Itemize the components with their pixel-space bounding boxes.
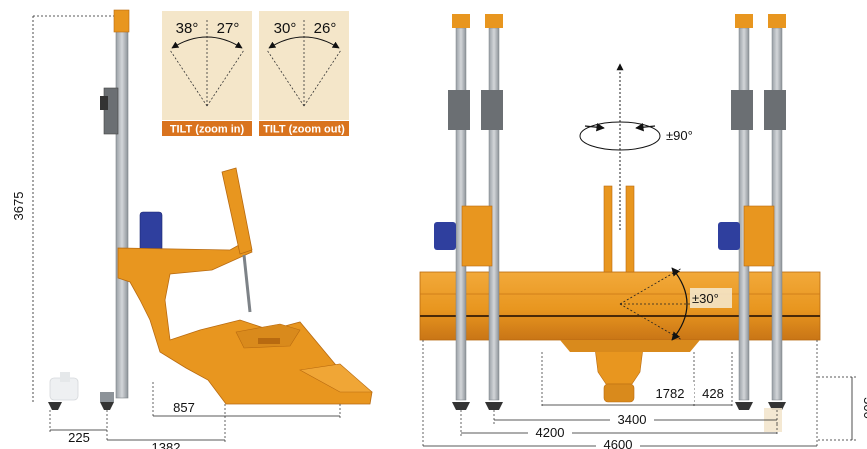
side-view: 3675 857 225 1382 (11, 9, 373, 449)
dim-225-label: 225 (68, 430, 90, 445)
tilt-panel-zoom-out: 30° 26° TILT (zoom out) (259, 11, 349, 136)
dim-857-label: 857 (173, 400, 195, 415)
front-mast-2 (481, 14, 503, 410)
rotation-label: ±90° (666, 128, 693, 143)
front-beam (419, 271, 821, 341)
dim-1782-label: 1782 (656, 386, 685, 401)
side-motor (139, 211, 163, 253)
tilt-right-angle: 27° (217, 20, 240, 37)
front-view: ±90° ±30° 1782 428 3400 4200 4600 (419, 14, 867, 449)
dim-428-label: 428 (702, 386, 724, 401)
tilt-caption-box (162, 121, 252, 136)
swing-label: ±30° (692, 291, 719, 306)
dim-500-label: 500 (861, 397, 867, 419)
side-mast (115, 27, 129, 399)
rotation-ellipse (579, 121, 661, 151)
front-mast-1 (448, 14, 470, 410)
dim-3400-label: 3400 (618, 412, 647, 427)
side-boom (117, 239, 373, 405)
tilt-caption: TILT (zoom in) (170, 124, 245, 136)
tilt-left-angle: 30° (274, 20, 297, 37)
tilt-left-angle: 38° (176, 20, 199, 37)
tilt-caption: TILT (zoom out) (263, 124, 345, 136)
tilt-arc-arrow (268, 36, 340, 49)
dim-1382-label: 1382 (152, 440, 181, 449)
swing-arc-arrow (671, 267, 688, 341)
front-motor-left (434, 222, 456, 250)
tilt-caption-box (259, 121, 349, 136)
dim-4200-label: 4200 (536, 425, 565, 440)
front-motor-right (718, 222, 740, 250)
height-dimension-label: 3675 (11, 192, 26, 221)
tilt-arc-arrow (171, 36, 243, 49)
dim-4600-label: 4600 (604, 437, 633, 449)
tilt-right-angle: 26° (314, 20, 337, 37)
tilt-panel-zoom-in: 38° 27° TILT (zoom in) (162, 11, 252, 136)
